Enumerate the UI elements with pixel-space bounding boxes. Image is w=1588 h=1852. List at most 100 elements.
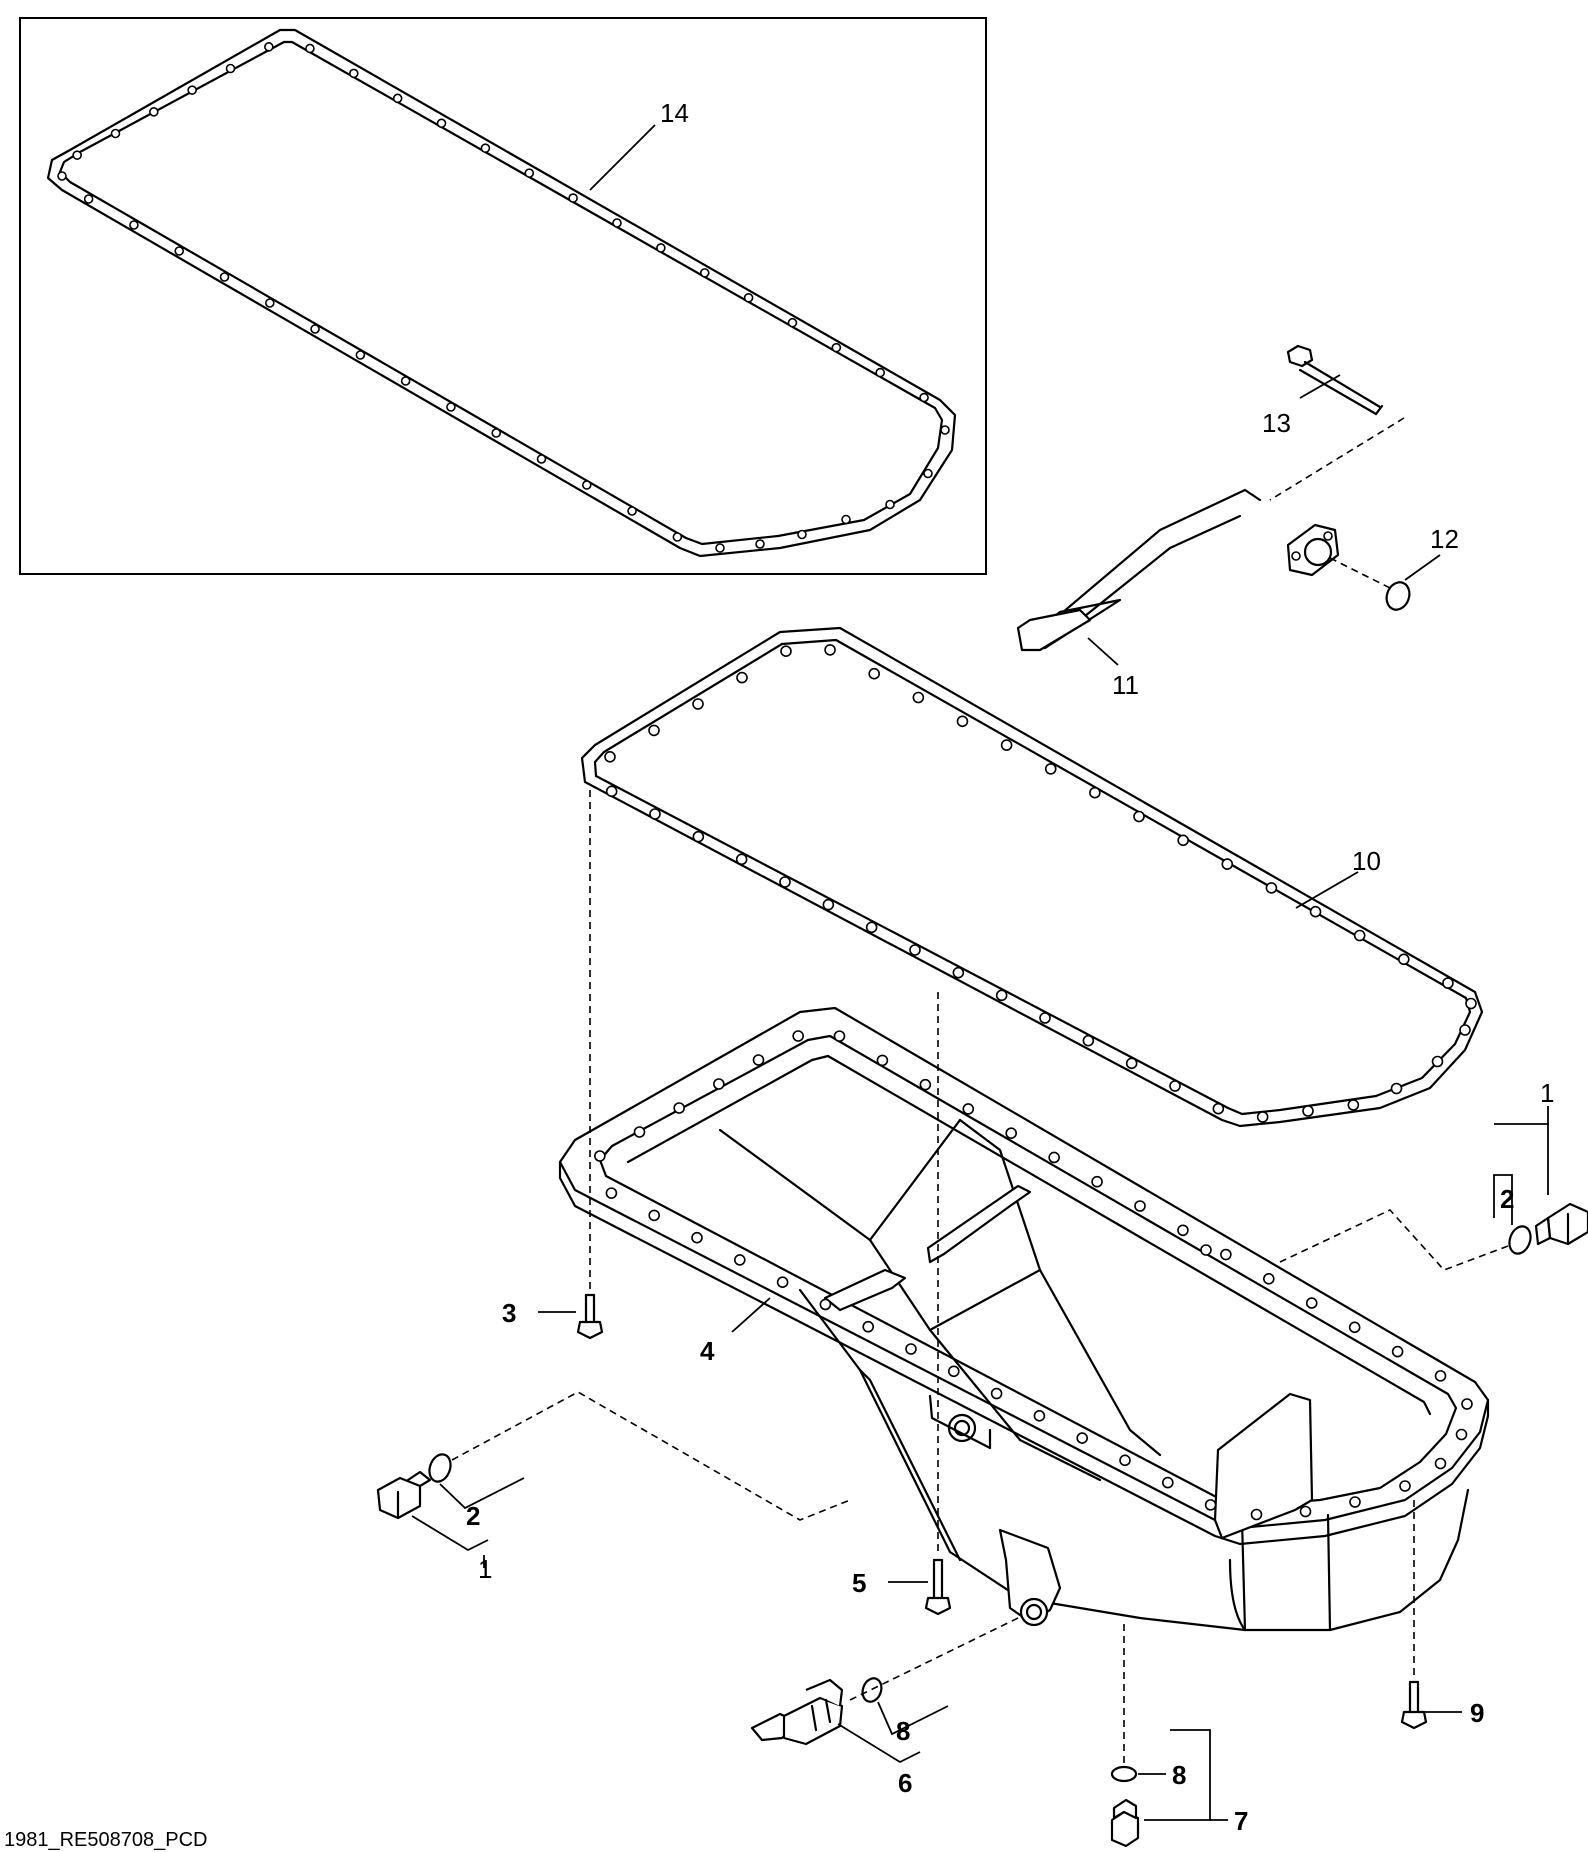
- bolt-hole: [174, 246, 185, 256]
- bolt-hole: [524, 168, 535, 178]
- callout-13: 13: [1262, 408, 1291, 438]
- callout-8-left: 8: [896, 1716, 910, 1746]
- bolt-hole: [1434, 1370, 1447, 1382]
- leader-8-left: [877, 1701, 949, 1736]
- bolt-hole: [868, 667, 881, 680]
- bolt-hole: [797, 529, 807, 540]
- callout-12: 12: [1430, 524, 1459, 554]
- leader-13: [1299, 374, 1341, 399]
- drain-plug-7: [1110, 1798, 1140, 1848]
- bolt-hole: [780, 645, 792, 658]
- leader-6: [837, 1723, 921, 1764]
- bolt-hole: [1302, 1105, 1314, 1117]
- bolt-hole: [149, 107, 159, 117]
- bolt-hole: [57, 171, 67, 181]
- bolt-hole: [225, 63, 236, 74]
- bolt-hole: [919, 1078, 932, 1091]
- bolt-hole: [536, 454, 547, 464]
- bolt-hole: [909, 944, 921, 956]
- bolt-hole: [264, 42, 274, 52]
- bolt-hole: [876, 1054, 889, 1067]
- o-ring-2-right: [1508, 1225, 1532, 1255]
- callout-1-right: 1: [1540, 1078, 1554, 1108]
- bolt-hole: [1033, 1410, 1046, 1422]
- drain-plug-1-right: [1534, 1202, 1588, 1246]
- bolt-hole: [1434, 1457, 1447, 1470]
- bolt-hole: [1220, 1248, 1232, 1261]
- bolt-hole: [1000, 739, 1013, 751]
- bolt-hole: [940, 425, 950, 435]
- bolt-3: [576, 1293, 604, 1340]
- bolt-5: [924, 1558, 952, 1616]
- bolt-hole: [1399, 1480, 1411, 1492]
- bolt-hole: [755, 539, 765, 549]
- bolt-hole: [568, 193, 578, 203]
- bolt-hole: [1076, 1432, 1088, 1444]
- callout-4: 4: [700, 1336, 715, 1366]
- bolt-hole: [833, 1030, 846, 1042]
- bolt-hole: [400, 376, 411, 386]
- bolt-hole: [1212, 1102, 1225, 1115]
- bolt-hole: [752, 1054, 765, 1066]
- bolt-hole: [990, 1387, 1003, 1400]
- bolt-hole: [1133, 810, 1145, 823]
- bolt-hole: [995, 989, 1008, 1002]
- bolt-hole: [1347, 1099, 1360, 1111]
- bolt-hole: [822, 898, 835, 911]
- bolt-hole: [633, 1126, 646, 1138]
- bolt-hole: [649, 808, 661, 820]
- bolt-hole: [491, 428, 502, 438]
- bolt-hole: [1461, 1398, 1473, 1410]
- bolt-hole: [355, 350, 366, 360]
- bolt-hole: [743, 292, 754, 303]
- sensor-6: [750, 1678, 844, 1746]
- bolt-13: [1286, 344, 1384, 416]
- callout-3: 3: [502, 1298, 516, 1328]
- callout-8-bottom: 8: [1172, 1760, 1186, 1790]
- bolt-hole: [672, 532, 683, 542]
- bolt-hole: [779, 876, 791, 888]
- bolt-hole: [865, 921, 878, 934]
- bolt-hole: [885, 499, 895, 510]
- bolt-hole: [605, 785, 618, 798]
- callout-6: 6: [898, 1768, 912, 1798]
- bolt-hole: [1263, 1273, 1275, 1285]
- callout-7: 7: [1234, 1806, 1248, 1836]
- bolt-hole: [1398, 953, 1410, 966]
- bolt-hole: [691, 1231, 703, 1244]
- bolt-hole: [1309, 905, 1322, 918]
- bolt-hole: [1082, 1034, 1095, 1047]
- figure-id: 1981_RE508708_PCD: [4, 1829, 208, 1851]
- bolt-hole: [264, 298, 275, 308]
- bolt-hole: [875, 367, 886, 378]
- bolt-hole: [648, 724, 660, 737]
- leader-12: [1404, 554, 1441, 581]
- gasket-14: [46, 28, 957, 558]
- bolt-hole: [713, 1078, 725, 1090]
- leader-4: [731, 1297, 771, 1333]
- leader-2-right: [1493, 1174, 1513, 1225]
- leader-10: [1295, 871, 1359, 909]
- callout-1-left: 1: [478, 1554, 492, 1584]
- gasket-10: [580, 626, 1484, 1128]
- bolt-hole: [348, 68, 359, 79]
- o-ring-2-left: [428, 1453, 452, 1483]
- suction-tube-11: [1016, 488, 1340, 652]
- bolt-hole: [110, 128, 121, 139]
- o-ring-12: [1385, 581, 1411, 611]
- bolt-hole: [1039, 1012, 1051, 1024]
- bolt-hole: [692, 830, 705, 843]
- bolt-hole: [1048, 1151, 1060, 1164]
- bolt-hole: [912, 691, 925, 704]
- bolt-hole: [1455, 1428, 1468, 1441]
- bolt-hole: [905, 1343, 917, 1355]
- bolt-hole: [1256, 1111, 1269, 1123]
- bolt-hole: [736, 671, 748, 684]
- bolt-hole: [1305, 1297, 1318, 1309]
- bolt-hole: [1299, 1505, 1312, 1518]
- bracket-1-left: [411, 1515, 489, 1552]
- bolt-hole: [594, 1150, 606, 1162]
- bolt-hole: [862, 1320, 875, 1333]
- bolt-hole: [1119, 1454, 1131, 1467]
